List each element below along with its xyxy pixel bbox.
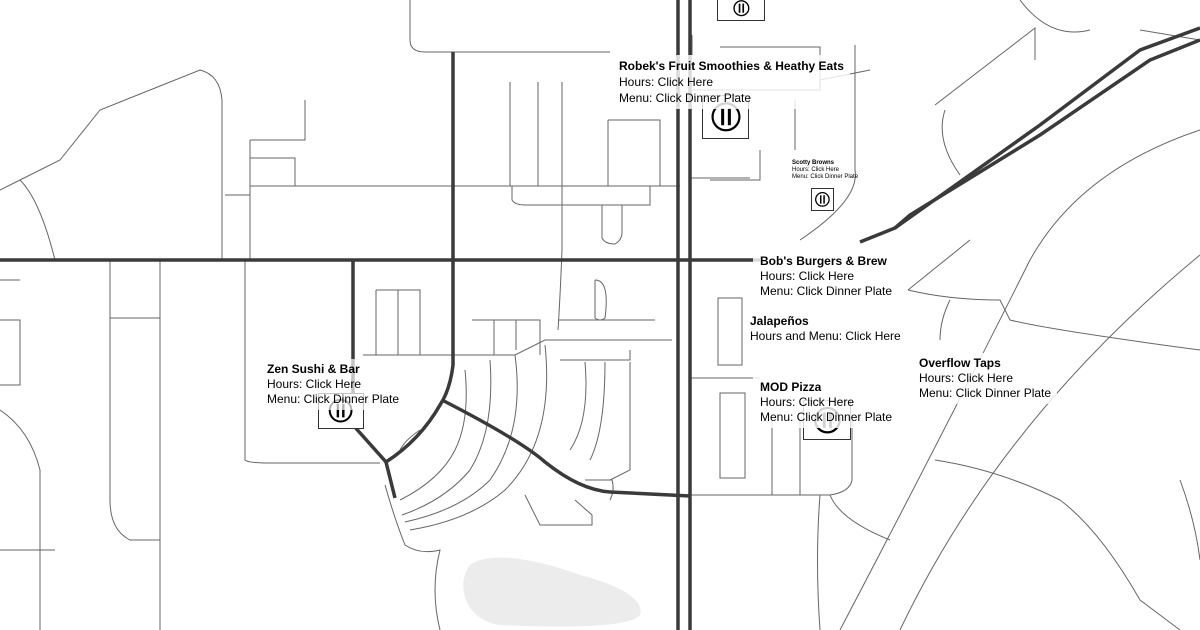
menu-text: Menu: Click Dinner Plate bbox=[619, 91, 752, 105]
menu-text: Menu: Click Dinner Plate bbox=[919, 386, 1052, 400]
menu-text: Menu: Click Dinner Plate bbox=[267, 392, 400, 406]
restaurant-name: Jalapeños bbox=[750, 314, 809, 328]
restaurant-name: MOD Pizza bbox=[760, 380, 822, 394]
dinner-plate-icon[interactable] bbox=[811, 188, 834, 211]
hours-link[interactable]: Hours: Click Here bbox=[792, 167, 840, 173]
menu-text: Menu: Click Dinner Plate bbox=[792, 174, 859, 180]
restaurant-name: Scotty Browns bbox=[792, 160, 835, 166]
restaurant-name: Overflow Taps bbox=[919, 356, 1001, 370]
menu-text: Menu: Click Dinner Plate bbox=[760, 284, 893, 298]
hours-link[interactable]: Hours: Click Here bbox=[619, 75, 714, 89]
hours-menu-link[interactable]: Hours and Menu: Click Here bbox=[750, 329, 901, 343]
restaurant-name: Zen Sushi & Bar bbox=[267, 362, 360, 376]
menu-text: Menu: Click Dinner Plate bbox=[760, 410, 893, 424]
hours-link[interactable]: Hours: Click Here bbox=[919, 371, 1014, 385]
lake bbox=[463, 557, 641, 627]
restaurant-name: Robek's Fruit Smoothies & Heathy Eats bbox=[619, 59, 844, 73]
hours-link[interactable]: Hours: Click Here bbox=[760, 395, 855, 409]
restaurant-name: Bob's Burgers & Brew bbox=[760, 254, 887, 268]
hours-link[interactable]: Hours: Click Here bbox=[760, 269, 855, 283]
hours-link[interactable]: Hours: Click Here bbox=[267, 377, 362, 391]
dinner-plate-icon[interactable] bbox=[717, 0, 765, 21]
